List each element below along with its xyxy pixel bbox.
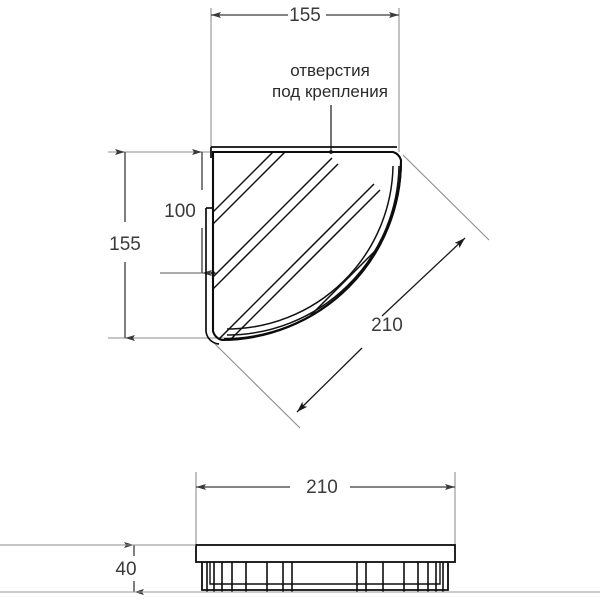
annotation-mounting-holes: отверстия под крепления	[272, 61, 388, 152]
wire-mesh	[213, 152, 401, 340]
front-arc-rail	[223, 161, 402, 340]
extension-lines-top	[108, 8, 400, 339]
front-view-group: 210 40	[0, 472, 600, 595]
dimension-label-inner-depth: 100	[164, 201, 196, 222]
dimension-side-depth-155: 155	[109, 149, 141, 341]
left-rail-outer	[205, 208, 220, 345]
front-basket-inner-outline	[209, 562, 441, 585]
front-rim-band	[195, 544, 456, 563]
mounting-holes-note-line1: отверстия	[290, 61, 370, 80]
basket-outline	[211, 150, 403, 342]
dimension-inner-depth-100: 100	[164, 149, 212, 276]
mounting-holes-note-line2: под крепления	[272, 82, 388, 101]
mounting-hole-left	[211, 271, 215, 275]
dimension-label-top-width: 155	[289, 5, 321, 26]
dimension-top-width-155: 155	[211, 5, 399, 26]
front-view-body	[0, 544, 600, 593]
extension-line-diagonal-lower	[214, 343, 301, 429]
top-view-group: 155 отверстия под крепления 155 100	[108, 5, 490, 429]
dimension-label-side-depth: 155	[109, 234, 141, 255]
dimension-label-diagonal: 210	[371, 315, 403, 336]
corner-shelf-basket	[205, 146, 403, 345]
dimension-front-height-40: 40	[115, 542, 144, 595]
dimension-diagonal-210: 210	[214, 154, 490, 429]
extension-lines-front	[100, 472, 456, 593]
extension-line-diagonal-upper	[402, 154, 490, 241]
dimension-line-diagonal-upper	[381, 237, 466, 317]
front-basket-outline	[201, 562, 449, 591]
front-wire-legs	[206, 562, 444, 592]
dimension-line-diagonal-lower	[296, 347, 363, 413]
mounting-hole-top	[329, 150, 333, 154]
dimension-front-width-210: 210	[196, 477, 455, 498]
dimension-label-front-height: 40	[115, 559, 136, 580]
dimension-label-front-width: 210	[306, 477, 338, 498]
